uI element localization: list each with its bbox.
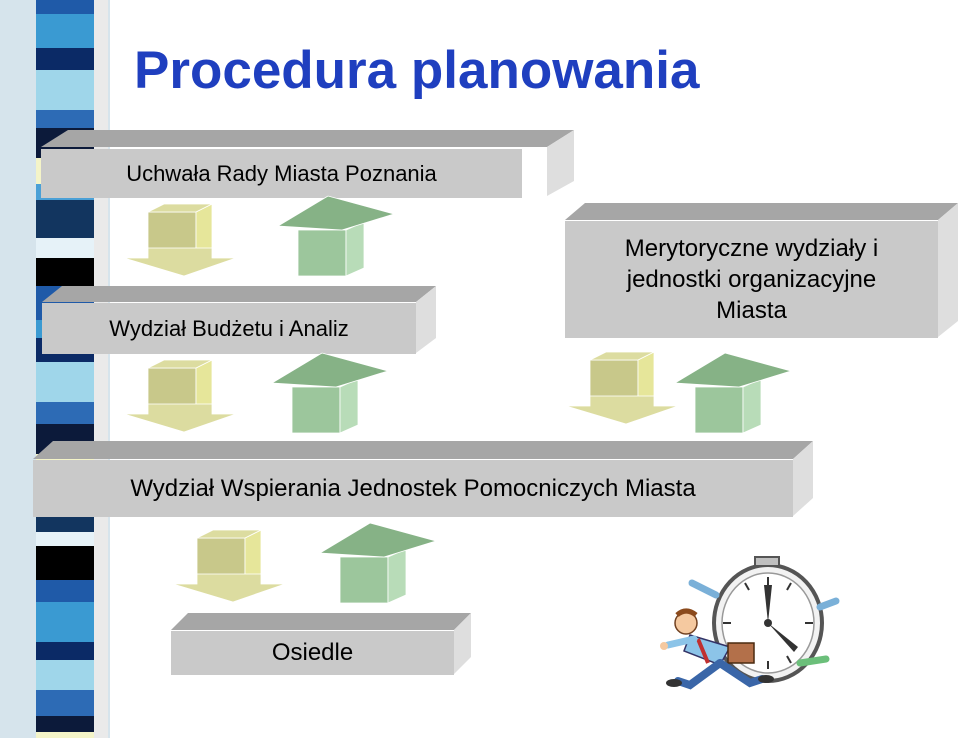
arrow-up-icon bbox=[276, 195, 396, 277]
box-budzet-label: Wydział Budżetu i Analiz bbox=[42, 303, 416, 354]
arrow-up-icon bbox=[673, 352, 793, 434]
arrow-up-icon bbox=[318, 522, 438, 604]
page-title: Procedura planowania bbox=[134, 41, 700, 100]
arrow-down-icon bbox=[565, 351, 679, 425]
box-merytoryczne: Merytoryczne wydziały i jednostki organi… bbox=[565, 203, 960, 338]
arrow-down-icon bbox=[172, 529, 286, 603]
box-merytoryczne-label: Merytoryczne wydziały i jednostki organi… bbox=[565, 221, 938, 338]
arrow-down-icon bbox=[123, 359, 237, 433]
box-uchwala-label: Uchwała Rady Miasta Poznania bbox=[41, 149, 522, 198]
arrow-up-icon bbox=[270, 352, 390, 434]
decorative-stripe bbox=[0, 0, 110, 738]
arrow-down-icon bbox=[123, 203, 237, 277]
box-wspierania: Wydział Wspierania Jednostek Pomocniczyc… bbox=[33, 441, 813, 517]
box-uchwala: Uchwała Rady Miasta Poznania bbox=[33, 130, 574, 198]
box-osiedle: Osiedle bbox=[171, 613, 471, 675]
box-wspierania-label: Wydział Wspierania Jednostek Pomocniczyc… bbox=[33, 460, 793, 517]
box-osiedle-label: Osiedle bbox=[171, 631, 454, 675]
running-man-clock-icon bbox=[660, 556, 840, 690]
box-budzet: Wydział Budżetu i Analiz bbox=[36, 286, 436, 354]
